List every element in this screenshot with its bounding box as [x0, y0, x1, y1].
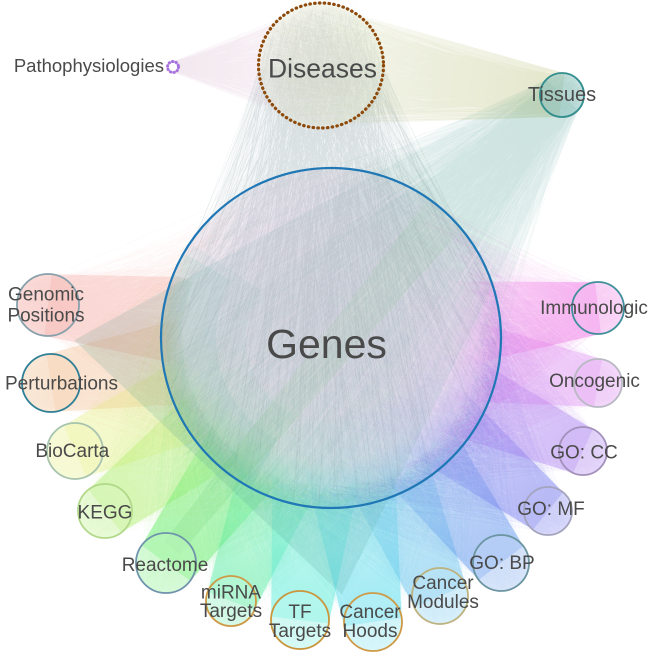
svg-text:Targets: Targets	[269, 621, 331, 642]
svg-text:Reactome: Reactome	[122, 555, 209, 576]
svg-text:Cancer: Cancer	[412, 573, 474, 594]
svg-text:Modules: Modules	[407, 592, 479, 613]
svg-text:Oncogenic: Oncogenic	[549, 371, 640, 392]
svg-text:Cancer: Cancer	[339, 602, 401, 623]
svg-text:BioCarta: BioCarta	[35, 441, 109, 462]
svg-text:Targets: Targets	[200, 601, 262, 622]
svg-text:miRNA: miRNA	[201, 583, 261, 604]
svg-text:Pathophysiologies: Pathophysiologies	[14, 55, 164, 76]
svg-text:Genes: Genes	[266, 321, 387, 367]
svg-text:Genomic: Genomic	[8, 285, 84, 306]
svg-text:Tissues: Tissues	[528, 84, 596, 106]
svg-text:Positions: Positions	[7, 306, 84, 327]
svg-text:GO: CC: GO: CC	[550, 443, 618, 464]
svg-text:Immunologic: Immunologic	[540, 298, 648, 319]
svg-text:GO: BP: GO: BP	[469, 553, 534, 574]
svg-text:Perturbations: Perturbations	[5, 374, 118, 395]
svg-text:KEGG: KEGG	[78, 503, 133, 524]
svg-text:GO: MF: GO: MF	[517, 499, 585, 520]
svg-text:TF: TF	[288, 602, 311, 623]
svg-text:Hoods: Hoods	[343, 621, 398, 642]
svg-text:Diseases: Diseases	[268, 54, 377, 84]
